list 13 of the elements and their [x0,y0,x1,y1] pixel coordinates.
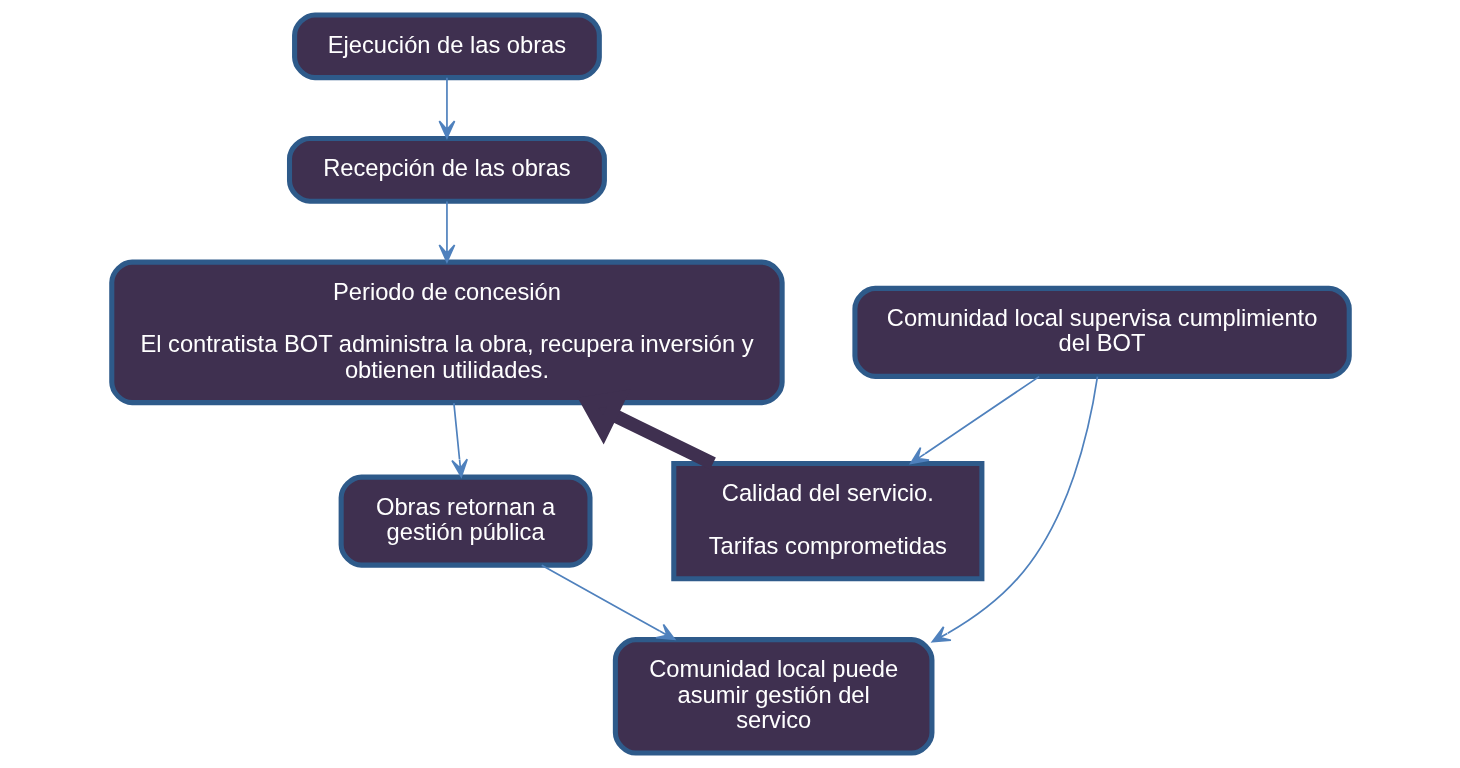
arrow [438,200,455,263]
node-box: Periodo de concesión El contratista BOT administra la obra, recupera inversión y obtienen utilidades. [108,259,785,406]
node-box: Obras retornan a gestión pública [338,474,593,568]
node-box: Comunidad local puede asumir gestión del servico [612,637,934,756]
node-box: Comunidad local supervisa cumplimiento del BOT [851,285,1352,379]
arrow [931,375,1098,643]
node-box: Calidad del servicio. Tarifas comprometidas [670,461,984,582]
arrow [909,375,1040,465]
arrow [450,402,468,478]
node-box: Recepción de las obras [286,136,607,204]
arrow [438,76,455,139]
node-box: Ejecución de las obras [291,12,602,81]
arrow [540,564,675,641]
